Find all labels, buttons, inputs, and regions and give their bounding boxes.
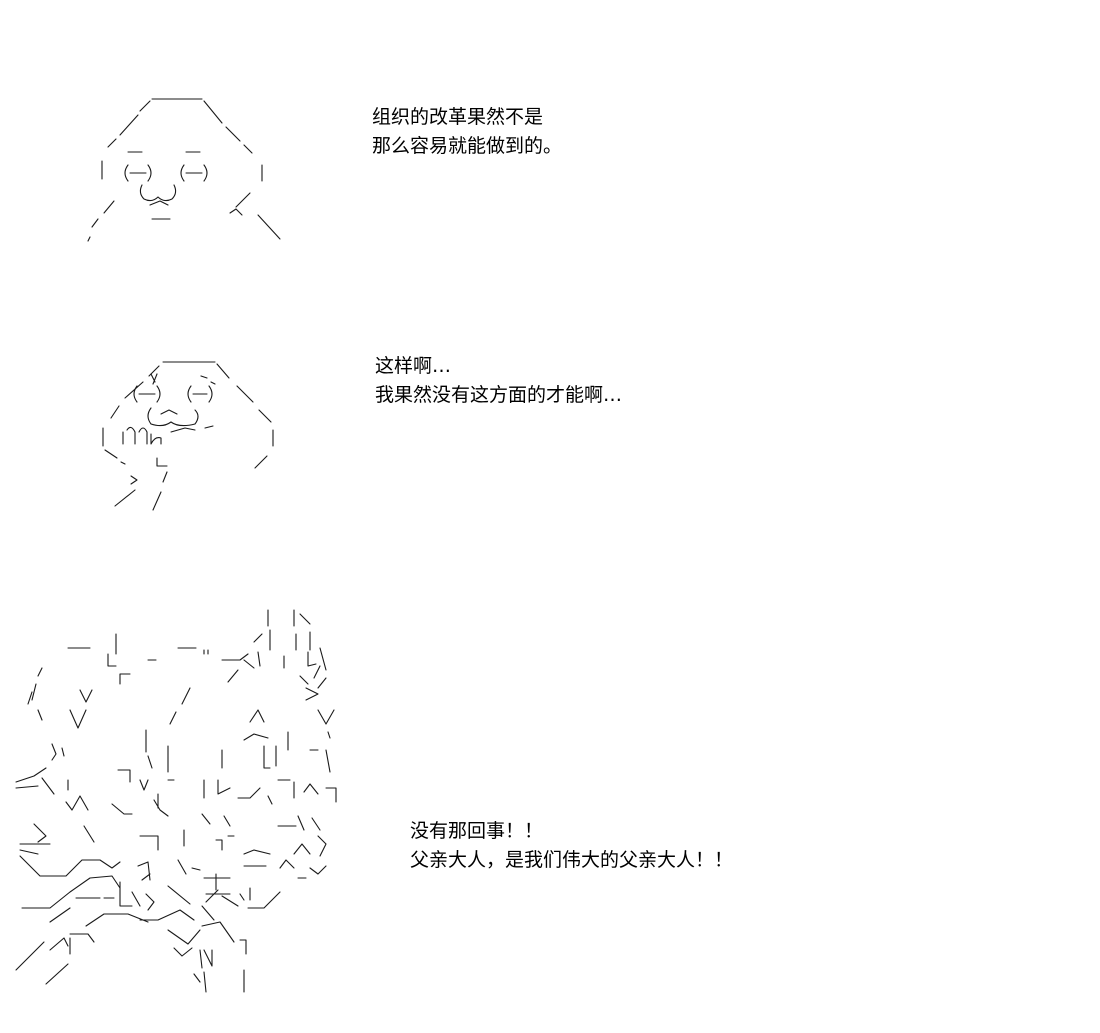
dialogue-box: 组织的改革果然不是 那么容易就能做到的。	[372, 103, 562, 161]
dialogue-line: 这样啊…	[375, 355, 452, 377]
dialogue-line: 没有那回事！！	[410, 820, 544, 842]
dialogue-line: 那么容易就能做到的。	[372, 135, 563, 157]
dialogue-line: 父亲大人，是我们伟大的父亲大人！！	[410, 849, 734, 871]
dialogue-line: 我果然没有这方面的才能啊…	[375, 384, 623, 406]
dialogue-box: 没有那回事！！ 父亲大人，是我们伟大的父亲大人！！	[410, 817, 733, 875]
shouting-character-ascii-art-icon	[8, 570, 348, 1033]
dejected-character-ascii-art-icon	[95, 318, 285, 551]
thinking-character-ascii-art-icon	[80, 55, 290, 283]
dialogue-box: 这样啊… 我果然没有这方面的才能啊…	[375, 352, 622, 410]
dialogue-line: 组织的改革果然不是	[372, 106, 544, 128]
